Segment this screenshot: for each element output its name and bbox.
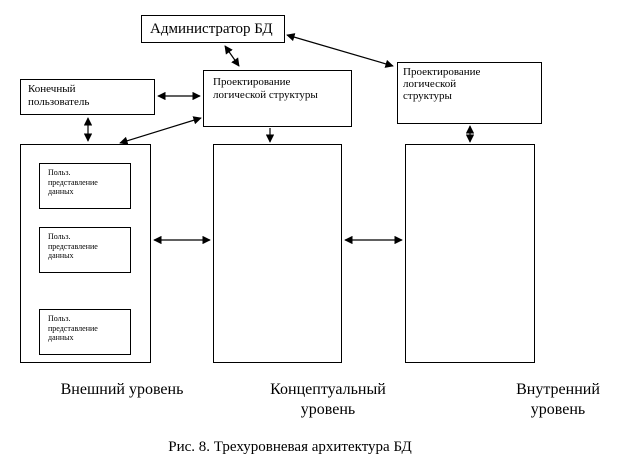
logical-design-right-box: Проектирование логической структуры bbox=[397, 62, 542, 124]
user-view-box: Польз. представление данных bbox=[39, 163, 131, 209]
external-level-box: Польз. представление данных Польз. предс… bbox=[20, 144, 151, 363]
logical-design-center-label: Проектирование логической структуры bbox=[213, 76, 318, 102]
admin-to-logical-center-arrow bbox=[224, 45, 240, 67]
figure-caption: Рис. 8. Трехуровневая архитектура БД bbox=[168, 439, 412, 455]
user-view-label: Польз. представление данных bbox=[48, 168, 98, 197]
logical-center-to-external-arrow bbox=[119, 116, 202, 145]
internal-level-caption: Внутренний уровень bbox=[516, 381, 600, 418]
user-view-box: Польз. представление данных bbox=[39, 309, 131, 355]
end-user-box: Конечный пользователь bbox=[20, 79, 155, 115]
conceptual-level-box bbox=[213, 144, 342, 363]
end-user-label: Конечный пользователь bbox=[28, 83, 90, 109]
external-level-caption: Внешний уровень bbox=[60, 381, 184, 398]
conceptual-level-caption: Концептуальный уровень bbox=[270, 381, 386, 418]
logical-design-right-label: Проектирование логической структуры bbox=[403, 66, 481, 103]
internal-level-box bbox=[405, 144, 535, 363]
user-view-label: Польз. представление данных bbox=[48, 232, 98, 261]
db-admin-label: Администратор БД bbox=[150, 21, 273, 37]
user-view-label: Польз. представление данных bbox=[48, 314, 98, 343]
admin-to-logical-right-arrow bbox=[286, 33, 394, 68]
db-admin-box: Администратор БД bbox=[141, 15, 285, 43]
user-view-box: Польз. представление данных bbox=[39, 227, 131, 273]
logical-design-center-box: Проектирование логической структуры bbox=[203, 70, 352, 127]
